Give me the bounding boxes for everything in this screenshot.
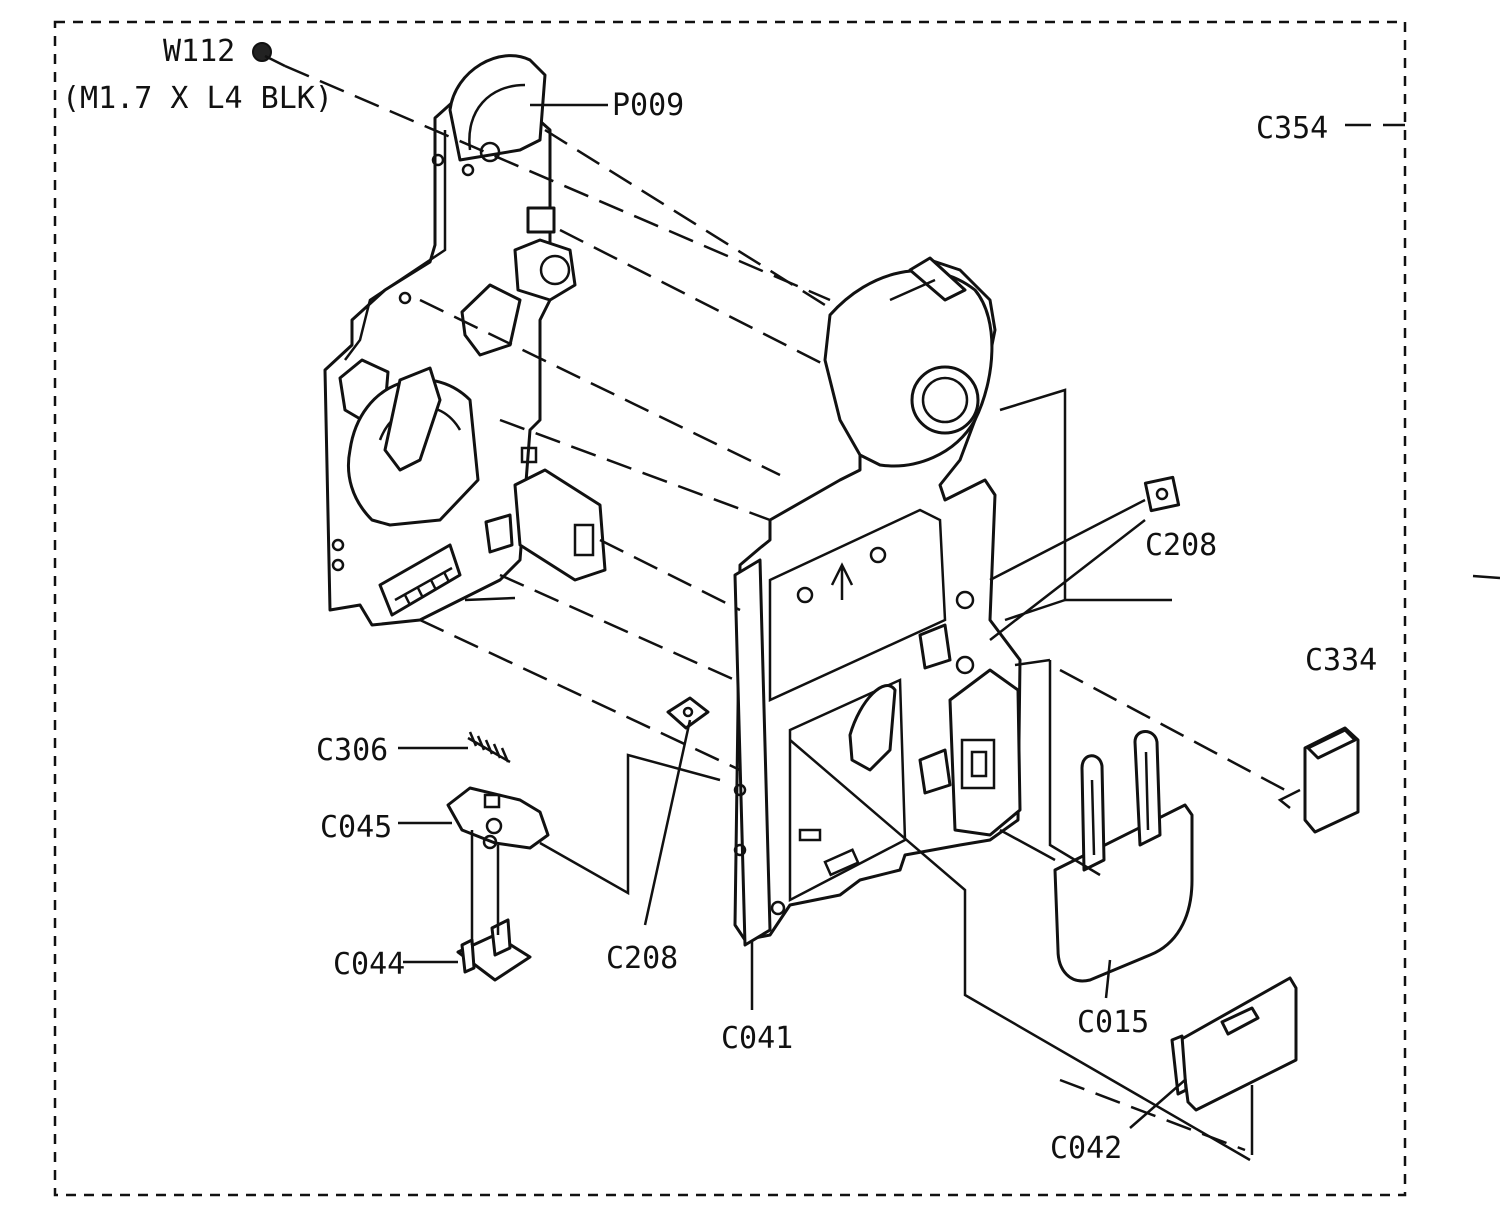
connector-block: [513, 468, 607, 582]
push-button-component: [513, 238, 577, 302]
pad-c208-right: [1143, 475, 1181, 513]
spring-c306: [467, 731, 511, 764]
leader-lines: [398, 103, 1500, 1162]
label-w112-spec: (M1.7 X L4 BLK): [62, 81, 333, 116]
label-c041: C041: [721, 1021, 793, 1056]
label-c208-center: C208: [606, 941, 678, 976]
door-c015: [1053, 730, 1194, 983]
label-p009: P009: [612, 88, 684, 123]
label-c042: C042: [1050, 1131, 1122, 1166]
pcb-board: [323, 54, 607, 627]
part-labels: W112 (M1.7 X L4 BLK) P009 C354 C208 C334…: [62, 34, 1377, 1166]
cover-c042: [1170, 976, 1298, 1112]
screw-w112: [252, 42, 286, 68]
label-c045: C045: [320, 810, 392, 845]
lever-c045: [446, 786, 550, 850]
label-c208-right: C208: [1145, 528, 1217, 563]
label-c044: C044: [333, 947, 405, 982]
assembly-frame: [53, 20, 1407, 1197]
assembly-lines: [284, 64, 1405, 1152]
label-w112: W112: [163, 34, 235, 69]
label-c015: C015: [1077, 1005, 1149, 1040]
pad-c208-center: [666, 696, 710, 730]
switch-component: [526, 206, 556, 234]
cover-c334: [1277, 726, 1360, 834]
label-c354: C354: [1256, 111, 1328, 146]
main-chassis: [733, 256, 1022, 947]
label-c306: C306: [316, 733, 388, 768]
dial-knob: [910, 365, 980, 435]
bracket-c044: [456, 918, 532, 982]
label-c334: C334: [1305, 643, 1377, 678]
